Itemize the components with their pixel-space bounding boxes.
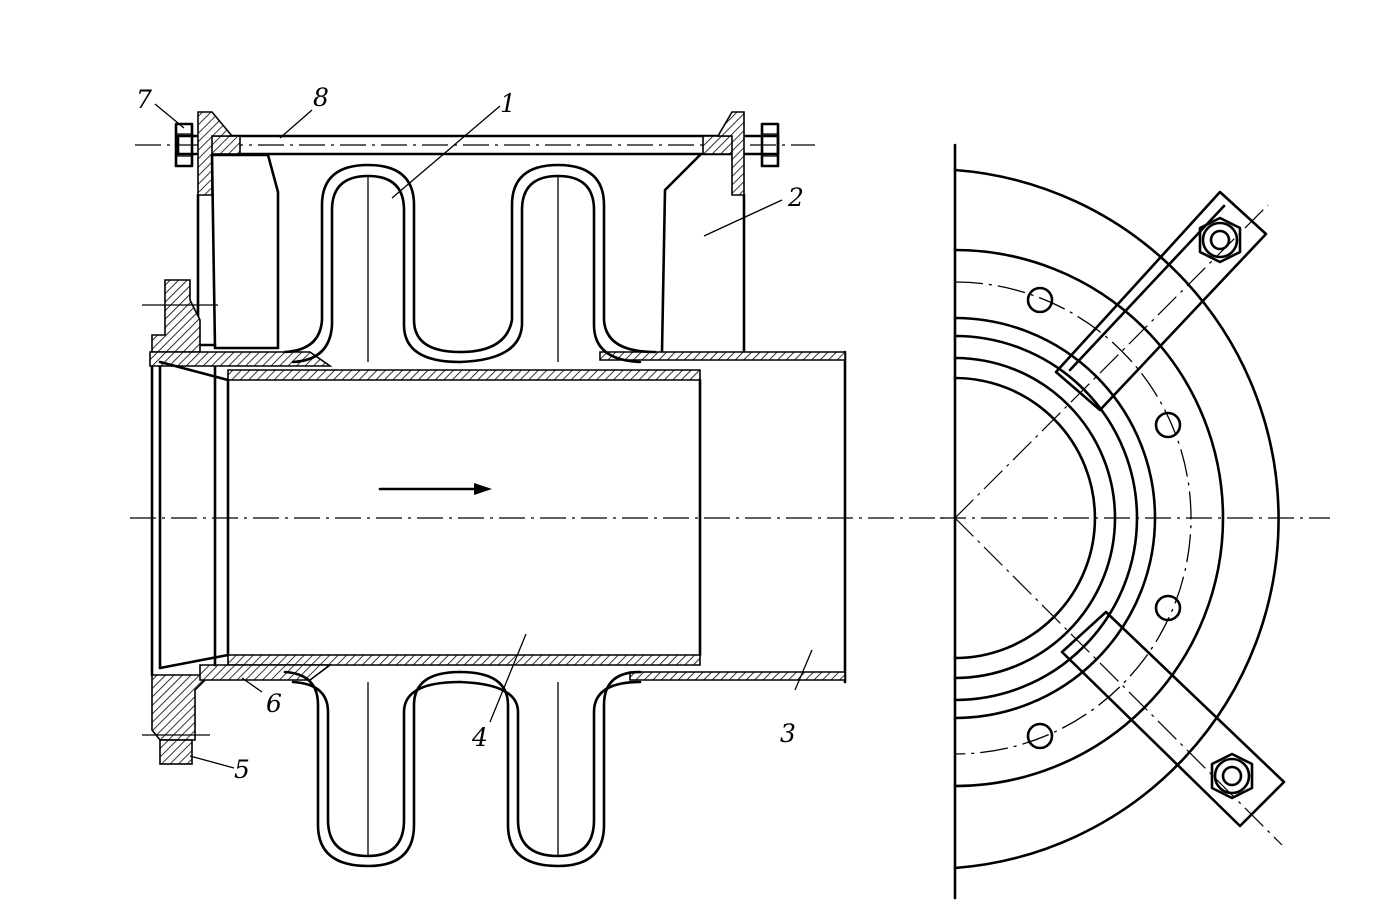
part-label-7: 7	[136, 85, 152, 114]
part-label-6: 6	[266, 689, 282, 718]
left-flange	[142, 279, 218, 765]
tie-rod	[135, 134, 815, 156]
tie-bracket-upper	[1054, 190, 1268, 412]
flow-direction-arrow	[378, 483, 492, 495]
bolt-holes	[1026, 286, 1182, 750]
part-label-3: 3	[780, 719, 796, 748]
part-number-labels: 7 8 1 2 3 4 6 5	[136, 83, 804, 784]
outer-pipe	[150, 350, 847, 684]
nut-left	[174, 122, 194, 168]
part-label-1: 1	[500, 89, 516, 118]
sectional-view	[130, 111, 950, 868]
inner-liner	[149, 351, 702, 681]
part-label-5: 5	[234, 755, 250, 784]
end-view	[940, 143, 1330, 900]
part-label-4: 4	[471, 723, 488, 752]
nut-right	[760, 122, 780, 168]
leader-lines	[154, 103, 813, 769]
part-label-8: 8	[313, 83, 329, 112]
part-label-2: 2	[787, 183, 804, 212]
tie-bracket-lower	[1060, 610, 1286, 828]
bellows	[283, 163, 657, 868]
right-lug	[660, 111, 746, 354]
